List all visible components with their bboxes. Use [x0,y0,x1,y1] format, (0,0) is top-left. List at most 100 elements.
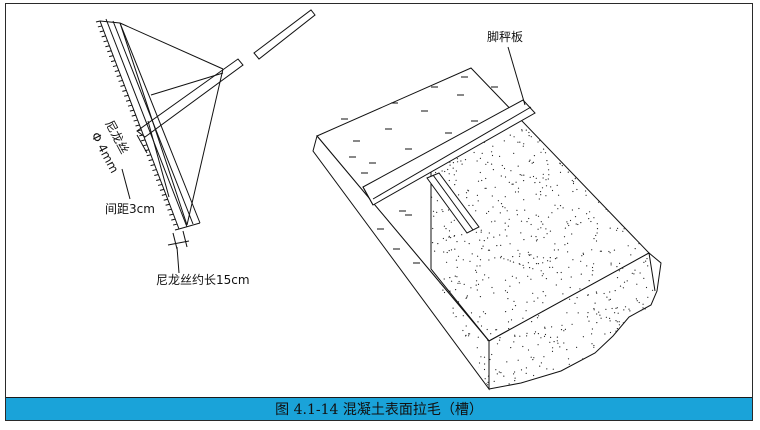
texture-dot [596,313,598,315]
texture-dot [619,262,621,264]
texture-dot [596,228,599,230]
texture-dot [527,388,529,389]
texture-dot [535,214,537,216]
texture-dot [615,307,617,309]
texture-dot [649,111,650,112]
texture-dot [491,221,493,223]
texture-dot [643,358,645,360]
texture-dot [479,259,482,261]
comb-tooth [131,114,136,117]
texture-dot [450,370,452,373]
texture-dot [625,133,627,135]
texture-dot [528,217,530,220]
texture-dot [549,266,551,268]
texture-dot [521,174,523,176]
texture-dot [468,335,470,337]
texture-dot [599,349,601,351]
texture-dot [564,137,566,139]
texture-dot [456,276,458,278]
texture-dot [605,308,607,310]
comb-teeth [95,20,180,231]
texture-dot [643,393,644,394]
texture-dot [580,222,582,224]
comb-tooth [174,228,180,231]
texture-dot [645,119,647,120]
texture-dot [642,307,644,309]
texture-dot [518,255,521,257]
texture-dot [520,369,523,371]
texture-dot [630,192,632,195]
texture-dot [491,286,493,289]
texture-dot [468,333,470,335]
texture-dot [443,278,445,280]
texture-dot [542,377,544,379]
texture-dot [448,179,450,182]
texture-dot [602,194,604,196]
texture-dot [492,206,494,208]
texture-dot [429,383,430,384]
texture-dot [564,129,566,131]
texture-dot [535,177,537,179]
texture-dot [505,389,506,390]
texture-dot [504,196,506,198]
texture-dot [475,269,477,271]
texture-dot [623,228,625,230]
texture-dot [540,362,543,364]
texture-dot [589,211,591,213]
texture-dot [462,391,463,392]
texture-dot [455,289,457,291]
texture-dot [591,328,594,330]
texture-dot [593,309,595,311]
texture-dot [662,115,663,116]
texture-dot [600,387,602,389]
texture-dot [616,229,618,231]
comb-tooth [125,99,131,102]
texture-dot [480,356,482,358]
texture-dot [614,117,615,118]
texture-dot [466,295,468,297]
texture-dot [608,250,610,253]
texture-dot [515,181,517,183]
texture-dot [456,241,458,243]
texture-dot [487,375,490,377]
texture-dot [631,272,633,274]
texture-dot [496,245,498,247]
texture-dot [423,335,424,336]
texture-dot [450,249,453,251]
texture-dot [623,161,626,163]
texture-dot [623,309,625,311]
texture-dot [498,371,500,373]
texture-dot [468,204,470,207]
texture-dot [460,392,461,393]
texture-dot [443,384,445,386]
texture-dot [540,227,542,229]
texture-dot [466,296,468,298]
texture-dot [477,321,479,323]
texture-dot [549,341,551,343]
texture-dot [595,291,598,293]
texture-dot [480,231,482,233]
texture-dot [508,328,510,330]
texture-dot [572,259,574,261]
texture-dot [454,275,456,277]
texture-dot [518,282,521,284]
texture-dot [629,310,631,312]
texture-dot [435,171,437,174]
texture-dot [636,316,638,318]
comb-tooth [118,79,123,82]
texture-dot [603,184,605,186]
texture-dot [482,311,485,313]
texture-dot [634,269,636,271]
texture-dot [639,178,641,180]
texture-dot [543,383,546,385]
texture-dot [547,163,549,165]
texture-dot [575,223,577,225]
texture-dot [556,272,558,274]
texture-dot [600,317,602,319]
texture-dot [523,174,525,176]
texture-dot [526,332,528,334]
texture-dot [565,111,566,112]
texture-dot [533,374,535,377]
texture-dot [595,234,597,237]
texture-dot [466,197,468,199]
